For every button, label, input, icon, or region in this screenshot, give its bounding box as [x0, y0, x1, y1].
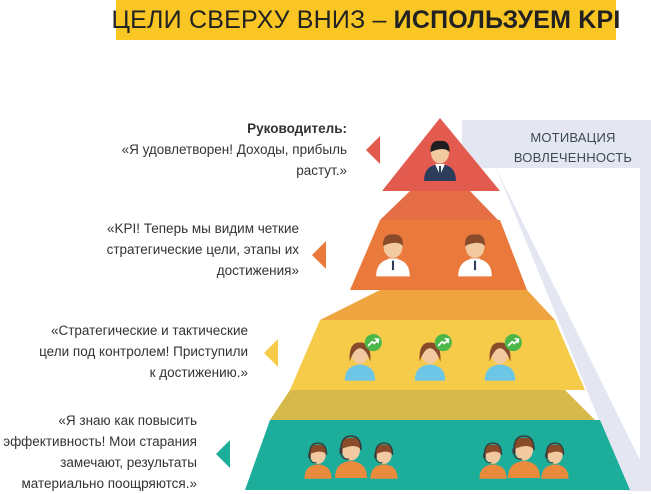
employee-icon [376, 234, 410, 277]
employee-female-icon [484, 334, 522, 381]
pyramid-tier-2 [350, 220, 527, 290]
quote-line: «Стратегические и тактические [50, 323, 248, 338]
quote-line: растут.» [296, 163, 347, 178]
quote-line: материально поощряются.» [21, 476, 198, 491]
quote-level-2: «KPI! Теперь мы видим четкие стратегичес… [107, 218, 299, 281]
operator-icon [479, 442, 507, 479]
pointer-arrow-1 [366, 136, 380, 164]
side-label: МОТИВАЦИЯ ВОВЛЕЧЕННОСТЬ [503, 128, 643, 168]
page-title-banner: ЦЕЛИ СВЕРХУ ВНИЗ – ИСПОЛЬЗУЕМ KPI [111, 0, 620, 40]
quote-level-4: «Я знаю как повысить эффективность! Мои … [3, 410, 197, 494]
quote-manager: Руководитель: «Я удовлетворен! Доходы, п… [122, 118, 347, 181]
quote-line: стратегические цели, этапы их [106, 242, 299, 257]
quote-line: цели под контролем! Приступили [39, 344, 248, 359]
side-label-line-1: МОТИВАЦИЯ [530, 130, 616, 145]
manager-icon [424, 140, 456, 181]
operator-icon [370, 442, 398, 479]
connector-band-3 [270, 390, 595, 420]
quote-line: замечают, результаты [60, 455, 197, 470]
pointer-arrow-2 [312, 241, 326, 269]
quote-line: достижения» [216, 263, 299, 278]
title-bold: ИСПОЛЬЗУЕМ KPI [393, 5, 621, 34]
title-regular: ЦЕЛИ СВЕРХУ ВНИЗ – [111, 5, 387, 34]
quote-line: «Я удовлетворен! Доходы, прибыль [121, 142, 347, 157]
pointer-arrow-3 [264, 339, 278, 367]
quote-line: эффективность! Мои старания [3, 434, 197, 449]
pyramid-tier-4 [245, 420, 630, 490]
employee-female-icon [414, 334, 452, 381]
quote-line: к достижению.» [149, 365, 248, 380]
operator-icon [304, 442, 332, 479]
operator-icon [541, 442, 569, 479]
quote-role: Руководитель: [247, 121, 347, 136]
side-label-line-2: ВОВЛЕЧЕННОСТЬ [513, 150, 633, 165]
quote-line: «KPI! Теперь мы видим четкие [106, 221, 299, 236]
operator-icon [508, 435, 540, 478]
quote-line: «Я знаю как повысить [58, 413, 197, 428]
motivation-triangle-cutout [496, 168, 640, 460]
quote-level-3: «Стратегические и тактические цели под к… [39, 320, 248, 383]
connector-band-2 [320, 290, 555, 320]
employee-female-icon [344, 334, 382, 381]
connector-band-1 [380, 191, 498, 220]
pointer-arrow-4 [216, 440, 230, 468]
operator-icon [335, 435, 367, 478]
employee-icon [458, 234, 492, 277]
